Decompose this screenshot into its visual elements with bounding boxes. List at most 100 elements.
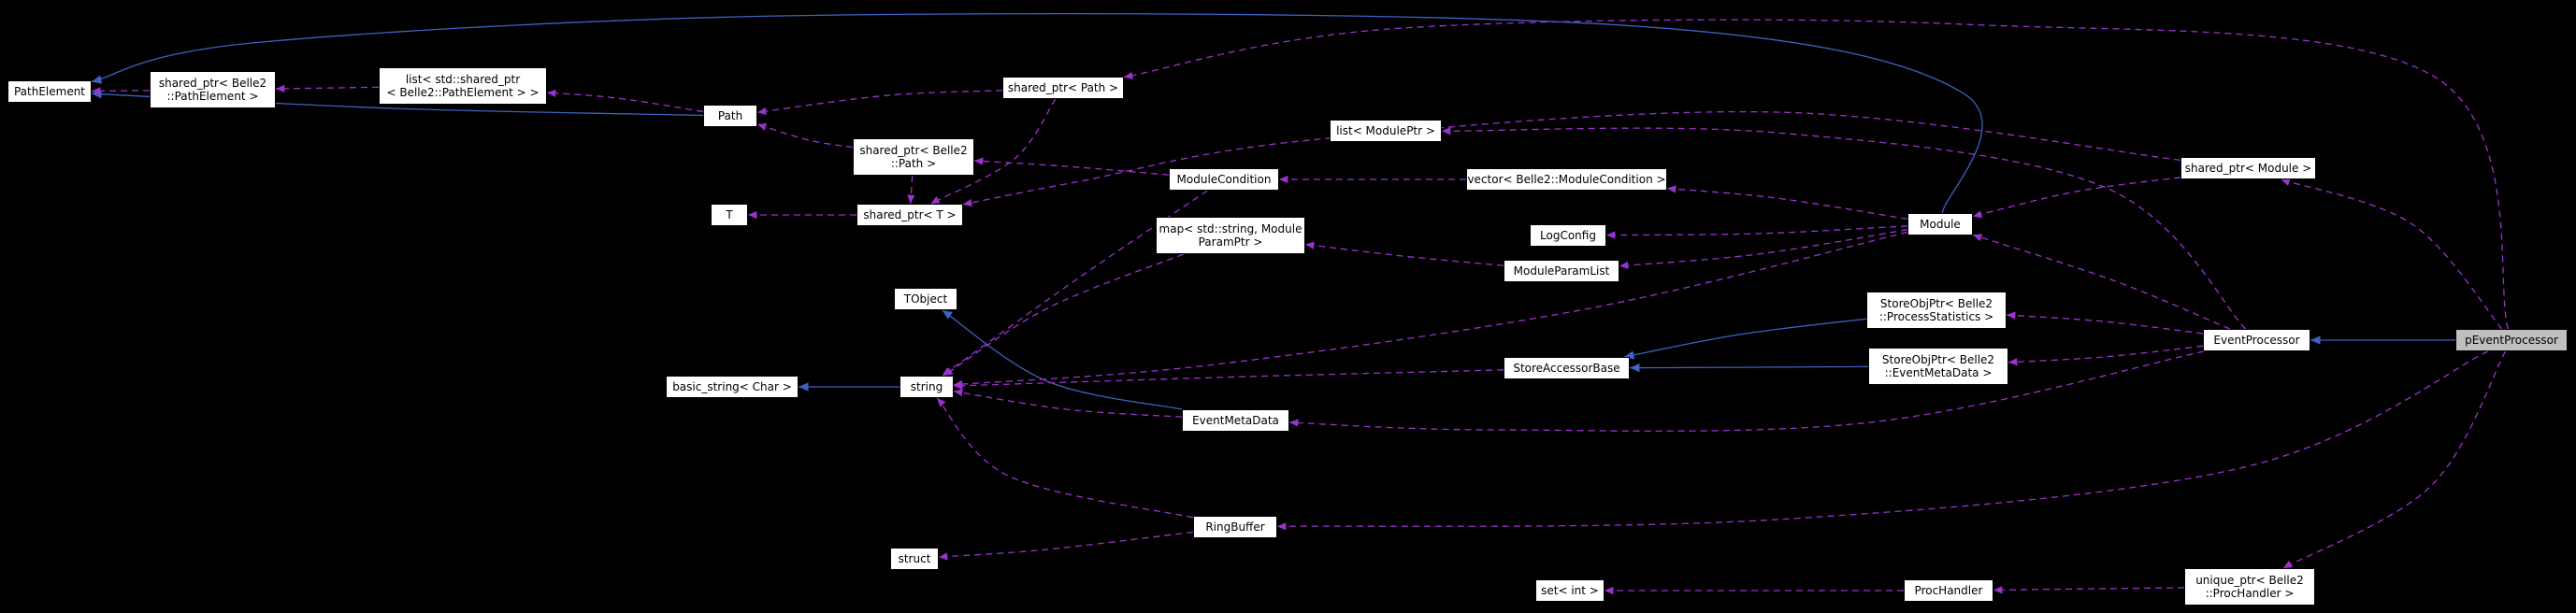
node-label: StoreObjPtr< Belle2 — [1879, 297, 1993, 310]
node-label: Path — [717, 109, 743, 122]
node-sp_pathelement[interactable]: shared_ptr< Belle2::PathElement > — [150, 71, 276, 108]
edge-map_moduleparam-string — [943, 253, 1184, 377]
node-struct[interactable]: struct — [890, 548, 939, 570]
node-tobject[interactable]: TObject — [894, 288, 957, 310]
node-moduleparamlist[interactable]: ModuleParamList — [1504, 260, 1619, 282]
node-label: shared_ptr< T > — [863, 208, 957, 221]
edge-sp_pathelement-pathelement — [91, 87, 151, 95]
node-label: ProcHandler — [1914, 584, 1983, 597]
node-label: ::Path > — [890, 157, 937, 170]
node-sp_belle2_path[interactable]: shared_ptr< Belle2::Path > — [853, 138, 974, 176]
edge-sp_module-module — [1972, 177, 2181, 219]
edge-sp_path-sp_t — [930, 98, 1057, 205]
node-modulecondition[interactable]: ModuleCondition — [1169, 168, 1279, 191]
node-list_sp_pathelement[interactable]: list< std::shared_ptr< Belle2::PathEleme… — [379, 67, 547, 105]
edge-sp_belle2_path-sp_t — [907, 175, 915, 205]
edge-ringbuffer-string — [936, 397, 1194, 519]
node-label: PathElement — [13, 85, 86, 98]
edge-peventprocessor-sp_path — [1123, 19, 2509, 330]
edge-eventmetadata-string — [953, 389, 1183, 418]
edge-sp_belle2_path-path — [756, 122, 854, 149]
node-path[interactable]: Path — [703, 105, 757, 127]
node-t[interactable]: T — [711, 204, 748, 226]
node-label: unique_ptr< Belle2 — [2195, 574, 2304, 587]
node-peventprocessor[interactable]: pEventProcessor — [2455, 329, 2568, 351]
edge-peventprocessor-sp_module — [2281, 178, 2503, 330]
node-string[interactable]: string — [899, 376, 954, 398]
node-label: ::PathElement > — [166, 90, 259, 103]
node-label: ::ProcessStatistics > — [1878, 310, 1994, 323]
node-label: list< std::shared_ptr — [405, 73, 521, 86]
node-label: vector< Belle2::ModuleCondition > — [1467, 173, 1666, 186]
edge-peventprocessor-ringbuffer — [1276, 350, 2489, 531]
edge-ringbuffer-struct — [938, 531, 1194, 561]
node-sp_module[interactable]: shared_ptr< Module > — [2180, 157, 2316, 179]
node-label: shared_ptr< Belle2 — [859, 144, 968, 157]
node-label: EventMetaData — [1192, 414, 1279, 427]
node-label: ::EventMetaData > — [1884, 366, 1993, 379]
edge-eventprocessor-eventmetadata — [1288, 350, 2205, 432]
edge-eventprocessor-module — [1972, 234, 2230, 330]
edge-modulecondition-sp_belle2_path — [973, 157, 1170, 176]
node-label: ModuleCondition — [1176, 173, 1272, 186]
node-sp_path[interactable]: shared_ptr< Path > — [1002, 77, 1124, 99]
node-vector_modulecondition[interactable]: vector< Belle2::ModuleCondition > — [1466, 168, 1667, 191]
edge-storeobjptr_eventmetadata-storeaccessorbase — [1629, 363, 1869, 373]
node-label: struct — [898, 552, 931, 565]
node-label: set< int > — [1541, 584, 1599, 597]
edge-sp_module-sp_t — [962, 110, 2181, 207]
edge-uniqueptr_prochandler-prochandler — [1993, 586, 2185, 594]
edge-module-pathelement — [91, 13, 1983, 214]
node-label: ParamPtr > — [1198, 235, 1263, 249]
edge-module-moduleparamlist — [1619, 229, 1908, 270]
node-label: LogConfig — [1540, 229, 1596, 242]
node-label: TObject — [903, 292, 948, 306]
node-label: basic_string< Char > — [672, 380, 792, 393]
edge-storeaccessorbase-string — [953, 369, 1504, 390]
node-storeaccessorbase[interactable]: StoreAccessorBase — [1504, 357, 1630, 379]
node-list_moduleptr[interactable]: list< ModulePtr > — [1330, 120, 1442, 142]
node-label: list< ModulePtr > — [1336, 124, 1435, 137]
node-label: Module — [1920, 218, 1961, 231]
edge-module-vector_modulecondition — [1666, 185, 1908, 221]
node-pathelement[interactable]: PathElement — [7, 80, 92, 103]
edge-eventprocessor-list_moduleptr — [1441, 127, 2247, 330]
node-label: ModuleParamList — [1513, 264, 1610, 278]
edge-storeobjptr_procstats-storeaccessorbase — [1623, 318, 1867, 360]
node-logconfig[interactable]: LogConfig — [1530, 224, 1606, 247]
node-eventmetadata[interactable]: EventMetaData — [1182, 409, 1289, 432]
node-basic_string_char[interactable]: basic_string< Char > — [666, 376, 799, 398]
node-label: shared_ptr< Belle2 — [158, 77, 267, 90]
edge-eventmetadata-tobject — [942, 309, 1183, 410]
node-sp_t[interactable]: shared_ptr< T > — [856, 204, 963, 226]
node-label: StoreObjPtr< Belle2 — [1881, 353, 1995, 366]
node-label: StoreAccessorBase — [1513, 362, 1620, 375]
edge-moduleparamlist-map_moduleparam — [1304, 241, 1504, 266]
node-uniqueptr_prochandler[interactable]: unique_ptr< Belle2::ProcHandler > — [2184, 568, 2315, 606]
node-eventprocessor[interactable]: EventProcessor — [2203, 329, 2310, 351]
node-label: map< std::string, Module — [1158, 222, 1302, 235]
edge-module-logconfig — [1605, 225, 1908, 239]
node-label: shared_ptr< Path > — [1007, 81, 1119, 94]
node-label: T — [726, 208, 733, 221]
node-prochandler[interactable]: ProcHandler — [1904, 579, 1993, 602]
node-label: < Belle2::PathElement > > — [386, 86, 540, 99]
edge-eventprocessor-storeobjptr_eventmetadata — [2008, 345, 2204, 366]
edge-peventprocessor-uniqueptr_prochandler — [2282, 350, 2506, 569]
node-label: pEventProcessor — [2465, 334, 2558, 347]
node-storeobjptr_eventmetadata[interactable]: StoreObjPtr< Belle2::EventMetaData > — [1868, 348, 2008, 385]
edge-module-string — [953, 231, 1908, 389]
node-module[interactable]: Module — [1907, 213, 1973, 235]
edge-list_sp_pathelement-sp_pathelement — [275, 84, 380, 93]
node-ringbuffer[interactable]: RingBuffer — [1193, 516, 1277, 538]
node-set_int[interactable]: set< int > — [1535, 579, 1605, 602]
edge-modulecondition-string — [942, 190, 1208, 377]
node-storeobjptr_procstats[interactable]: StoreObjPtr< Belle2::ProcessStatistics > — [1866, 292, 2007, 329]
edge-path-list_sp_pathelement — [546, 89, 704, 113]
node-label: EventProcessor — [2213, 334, 2300, 347]
node-label: string — [910, 380, 943, 393]
node-label: shared_ptr< Module > — [2184, 162, 2312, 175]
